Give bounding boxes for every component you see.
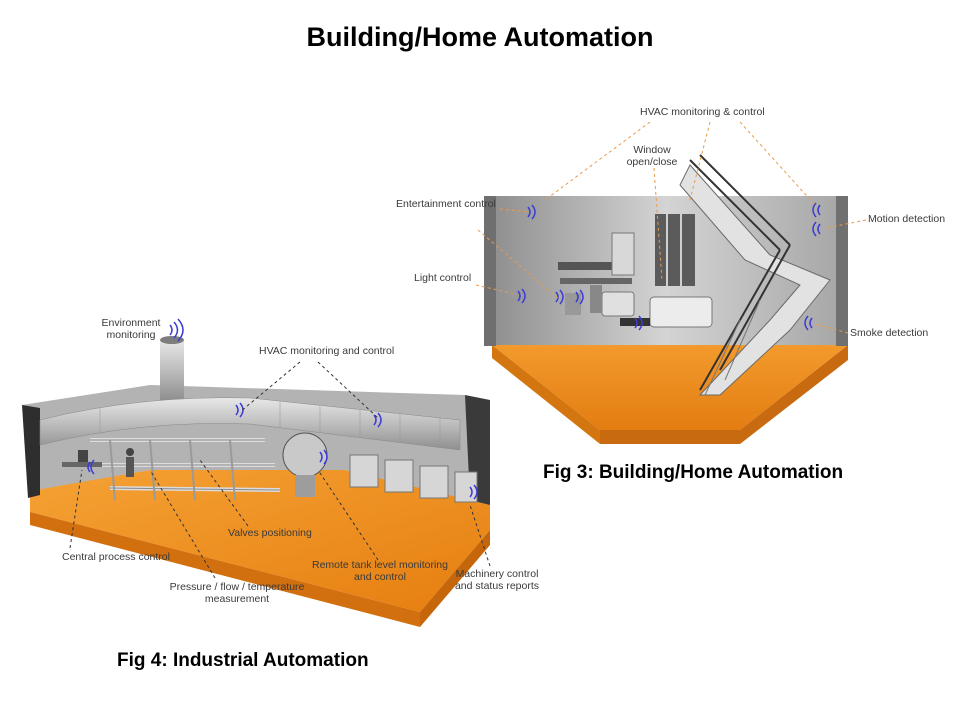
label-hvac-industrial: HVAC monitoring and control <box>259 345 395 357</box>
fig4-caption: Fig 4: Industrial Automation <box>117 650 369 671</box>
label-valves: Valves positioning <box>228 527 312 539</box>
home-shelf <box>558 262 630 270</box>
label-pressure-line2: measurement <box>204 593 270 605</box>
machinery <box>349 454 478 503</box>
label-entertainment: Entertainment control <box>396 198 496 210</box>
slide-title: Building/Home Automation <box>306 22 654 52</box>
fig3-caption: Fig 3: Building/Home Automation <box>543 462 844 483</box>
label-environment-line1: Environment <box>101 317 161 329</box>
label-light: Light control <box>414 272 472 284</box>
air-duct <box>39 397 461 451</box>
label-pressure-line1: Pressure / flow / temperature <box>169 581 305 593</box>
home-floor <box>492 345 848 430</box>
home-window <box>655 214 695 286</box>
label-window-line1: Window <box>633 144 671 156</box>
vertical-duct <box>160 340 184 400</box>
label-window-line2: open/close <box>626 156 678 168</box>
home-floor-edge <box>600 345 848 444</box>
label-tank-line1: Remote tank level monitoring <box>312 559 448 571</box>
label-smoke: Smoke detection <box>850 327 929 339</box>
label-hvac-home: HVAC monitoring & control <box>640 106 765 118</box>
label-motion: Motion detection <box>868 213 946 225</box>
label-machinery-line2: and status reports <box>454 580 540 592</box>
label-environment-line2: monitoring <box>106 329 156 341</box>
label-tank-line2: and control <box>354 571 406 583</box>
worker <box>126 448 134 456</box>
label-machinery-line1: Machinery control <box>455 568 539 580</box>
home-sofa <box>649 296 713 328</box>
home-staircase <box>679 154 831 396</box>
factory-floor <box>30 470 490 612</box>
factory-tank <box>282 432 328 478</box>
label-central-process: Central process control <box>62 551 170 563</box>
